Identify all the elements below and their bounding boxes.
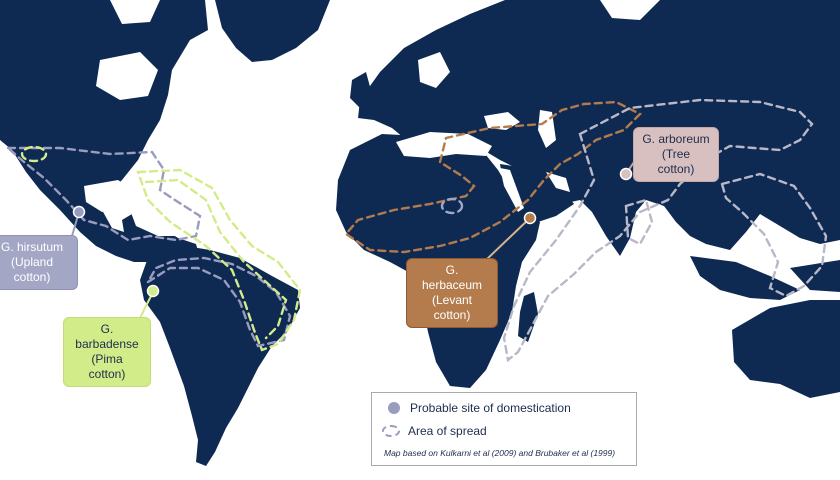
label-hirsutum: G. hirsutum (Upland cotton) — [0, 235, 78, 290]
land-north-america — [0, 0, 208, 262]
legend-spread-label: Area of spread — [408, 424, 487, 438]
label-arboreum-species: G. arboreum — [642, 132, 710, 146]
land-new-guinea — [790, 260, 840, 292]
site-arboreum — [619, 167, 633, 181]
domestication-sites — [72, 167, 633, 298]
dashed-ellipse-icon — [382, 425, 400, 437]
route-hirsutum — [4, 146, 202, 242]
persian-gulf — [546, 172, 570, 192]
label-arboreum: G. arboreum (Tree cotton) — [633, 127, 719, 182]
label-herbaceum: G. herbaceum (Levant cotton) — [406, 258, 498, 328]
map-legend: Probable site of domestication Area of s… — [371, 392, 637, 466]
red-sea — [500, 168, 524, 212]
label-barbadense: G. barbadense (Pima cotton) — [63, 317, 151, 387]
arctic-inlet-2 — [600, 0, 660, 20]
label-barbadense-species: G. barbadense — [75, 322, 139, 351]
route-barbadense-west — [20, 145, 48, 163]
caspian-sea — [538, 110, 556, 148]
label-herbaceum-species: G. herbaceum — [421, 263, 483, 292]
hudson-bay — [96, 52, 158, 100]
land-south-america — [140, 245, 300, 466]
spread-routes — [4, 98, 828, 363]
land-japan — [790, 142, 812, 196]
water-bodies — [84, 0, 672, 246]
label-hirsutum-common: (Upland cotton) — [10, 255, 54, 284]
landmasses — [0, 0, 840, 466]
site-barbadense — [146, 284, 160, 298]
map-credit: Map based on Kulkarni et al (2009) and B… — [384, 448, 616, 458]
land-australia — [732, 300, 840, 398]
arctic-inlet-1 — [110, 0, 160, 24]
site-herbaceum — [523, 211, 537, 225]
land-uk — [350, 72, 372, 108]
gulf-of-mexico — [84, 180, 136, 212]
route-barbadense — [136, 168, 302, 352]
label-arboreum-common: (Tree cotton) — [657, 147, 695, 176]
route-arboreum-india — [624, 198, 654, 246]
label-barbadense-common: (Pima cotton) — [88, 352, 126, 381]
route-herbaceum — [344, 100, 643, 254]
label-herbaceum-common: (Levant cotton) — [431, 293, 473, 322]
land-eurasia — [358, 0, 840, 256]
land-madagascar — [518, 292, 538, 342]
legend-row-domestication: Probable site of domestication — [382, 401, 571, 415]
legend-domestication-label: Probable site of domestication — [410, 401, 571, 415]
domestication-dot-icon — [388, 402, 400, 414]
land-greenland — [215, 0, 330, 62]
label-hirsutum-species: G. hirsutum — [0, 240, 63, 254]
site-hirsutum — [72, 205, 86, 219]
leader-herbaceum — [485, 217, 531, 261]
legend-row-spread: Area of spread — [382, 424, 487, 438]
baltic-sea — [418, 52, 450, 88]
route-herbaceum-nile — [440, 197, 464, 215]
route-barbadense-inner — [144, 178, 288, 340]
route-arboreum — [502, 98, 814, 363]
route-hirsutum-south — [146, 256, 292, 348]
route-arboreum-east — [720, 172, 828, 298]
